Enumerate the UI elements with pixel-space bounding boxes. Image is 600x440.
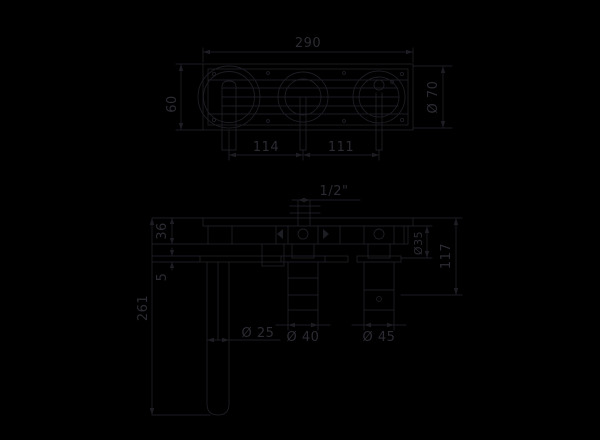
dim-rosette-diameter-70	[412, 65, 453, 129]
dim-spacing-114-111	[228, 129, 380, 161]
bottom-view-inlet-stub	[289, 199, 321, 227]
dim-valve-left-40	[275, 309, 331, 331]
bottom-view-spout	[199, 243, 349, 416]
dim-handle-diameter-35	[393, 225, 433, 259]
dim-label-escutcheon-gap: 5	[155, 273, 170, 282]
drawing-geometry	[149, 47, 463, 416]
top-view-rosette-centre	[277, 71, 329, 123]
dim-label-spacing-left: 114	[253, 140, 279, 155]
dim-label-inlet-thread: 1/2"	[320, 184, 349, 199]
dim-escutcheon-gap-5	[151, 247, 201, 271]
dim-spout-height-261	[149, 217, 211, 416]
dim-total-projection-117	[400, 217, 463, 296]
dim-overall-width-290	[202, 47, 414, 63]
dim-label-handle-diameter: Ø35	[412, 231, 425, 255]
dim-label-spacing-right: 111	[328, 140, 354, 155]
dim-inlet-thread	[291, 197, 361, 203]
dim-label-overall-width: 290	[295, 36, 321, 51]
bottom-view-valve-right	[356, 225, 402, 311]
dim-spout-diameter-25	[206, 337, 281, 343]
dim-label-rosette-diameter: Ø 70	[426, 81, 441, 114]
dim-label-valve-left-diameter: Ø 40	[287, 330, 320, 345]
bottom-view-valve-left	[277, 225, 329, 311]
dim-plate-depth-36	[151, 217, 209, 245]
dim-plate-height-60	[175, 63, 204, 131]
dim-label-plate-depth: 36	[155, 222, 170, 240]
dim-label-spout-diameter: Ø 25	[242, 326, 275, 341]
dim-label-valve-right-diameter: Ø 45	[363, 330, 396, 345]
top-view-rosette-right	[352, 70, 406, 124]
dim-label-plate-height: 60	[165, 95, 180, 113]
dim-valve-right-45	[351, 309, 407, 331]
dim-label-total-projection: 117	[439, 243, 454, 269]
top-view-rosette-left	[197, 65, 261, 129]
dim-label-spout-height: 261	[136, 295, 151, 321]
